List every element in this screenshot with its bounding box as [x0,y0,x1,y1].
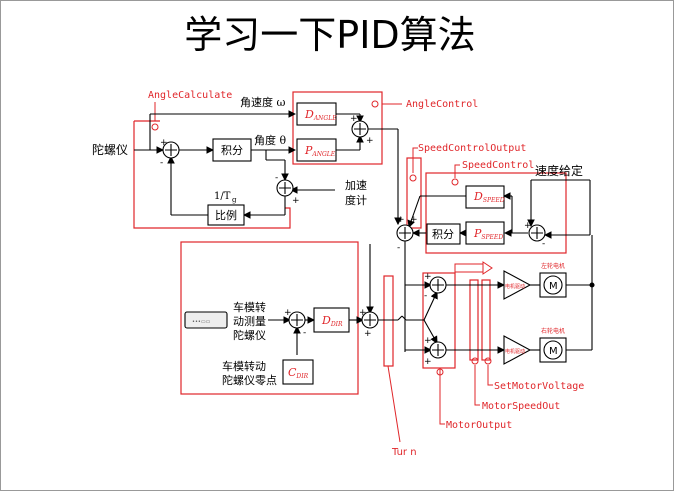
annotation-angle-control: AngleControl [406,99,478,110]
svg-text:+: + [424,357,432,367]
svg-text:-: - [542,239,545,249]
motor-speed-out-bar [469,279,479,361]
d-angle-block [296,102,337,126]
motor-right-letter: M [549,346,558,357]
svg-text:+: + [292,196,300,206]
set-motor-voltage-bar [481,279,491,361]
label-angle: 角度 θ [254,133,286,147]
sum-balance-speed [396,224,414,242]
motor-right-caption: 右轮电机 [541,327,565,335]
label-integral2: 积分 [432,228,454,241]
sum-motor-right [429,341,447,359]
slide-title: 学习一下PID算法 [184,13,476,57]
svg-text:+: + [524,221,532,231]
svg-text:+: + [424,272,432,282]
svg-text:+: + [350,114,358,124]
label-accel-2: 度计 [345,193,367,207]
gyro-sensor-icon [184,311,228,329]
flow-arrow [454,263,484,273]
sum-angle-fusion [276,179,294,197]
c-dir-block [282,359,314,385]
svg-text:-: - [275,173,278,183]
svg-text:-: - [397,243,400,253]
speed-control-box [425,172,567,254]
turn-output-bar [383,275,394,367]
flow-arrow-head [482,261,493,275]
sum-speed-setpoint [528,224,546,242]
label-car-turn-2: 动测量 [233,315,266,328]
annotation-leaders [151,100,493,443]
motor-left-letter: M [549,281,558,292]
d-speed-block [465,185,505,209]
d-angle-label: DANGLE [304,108,337,122]
annotation-angle-calculate: AngleCalculate [148,90,232,101]
sum-motor-left [429,276,447,294]
sum-dir-zero [288,311,306,329]
p-speed-label: PSPEED [473,227,503,241]
svg-text:+: + [359,308,367,318]
svg-text:+: + [410,215,418,225]
label-accel-1: 加速 [345,179,367,192]
p-angle-block [296,138,337,162]
label-tg-sub: g [232,196,237,204]
sum-dir-output [361,311,379,329]
motor-left-caption: 左轮电机 [541,262,565,270]
sign-marks: +- -+ ++ ++- +- +- ++ +- ++ [160,114,545,367]
label-integral: 积分 [221,144,243,157]
svg-text:+: + [364,329,372,339]
d-dir-block [313,307,350,333]
label-speed-setpoint: 速度给定 [535,163,583,178]
annotation-speed-control: SpeedControl [462,160,534,171]
label-car-zero-2: 陀螺仪零点 [222,373,277,387]
label-angular-velocity: 角速度 ω [240,95,285,109]
svg-text:+: + [424,336,432,346]
motor-driver-right [503,335,532,365]
annotation-set-motor-voltage: SetMotorVoltage [494,381,584,392]
svg-text:+: + [366,136,374,146]
svg-text:-: - [424,291,427,301]
annotation-turn: Tur n [391,447,417,458]
sum-gyro [162,141,180,159]
label-car-turn-3: 陀螺仪 [233,328,266,342]
gyro-sensor-detail: •••▭▭ [192,319,211,325]
p-speed-block [465,221,505,245]
label-gyro: 陀螺仪 [92,142,128,157]
svg-text:•••▭▭: •••▭▭ [192,319,211,325]
svg-text:+: + [160,138,168,148]
annotation-motor-speed-out: MotorSpeedOut [482,401,560,412]
svg-text:+: + [397,215,405,225]
svg-text:+: + [284,308,292,318]
d-speed-label: DSPEED [473,190,505,204]
annotation-motor-output: MotorOutput [446,420,512,431]
motor-left-icon [543,275,563,295]
annotation-speed-control-output: SpeedControlOutput [418,143,526,154]
motor-right-icon [543,340,563,360]
label-proportional: 比例 [215,208,237,222]
signal-wires [134,110,595,355]
label-inv-tg: 1/T [214,191,231,202]
svg-text:-: - [303,328,306,338]
label-car-turn-1: 车模转 [233,300,266,314]
d-dir-label: DDIR [321,314,343,328]
angle-control-box [292,91,383,165]
driver-right-caption: 电机驱动 [505,348,525,355]
motor-driver-left [503,270,532,300]
label-car-zero-1: 车模转动 [222,359,266,373]
p-angle-label: PANGLE [304,144,336,158]
c-dir-label: CDIR [288,366,309,380]
proportional-block [207,204,245,226]
sum-angle-control [351,120,369,138]
integral2-block [426,223,461,245]
integral-block [212,138,252,162]
angle-calculate-region [133,120,291,229]
driver-left-caption: 电机驱动 [505,283,525,290]
svg-text:-: - [160,158,163,168]
